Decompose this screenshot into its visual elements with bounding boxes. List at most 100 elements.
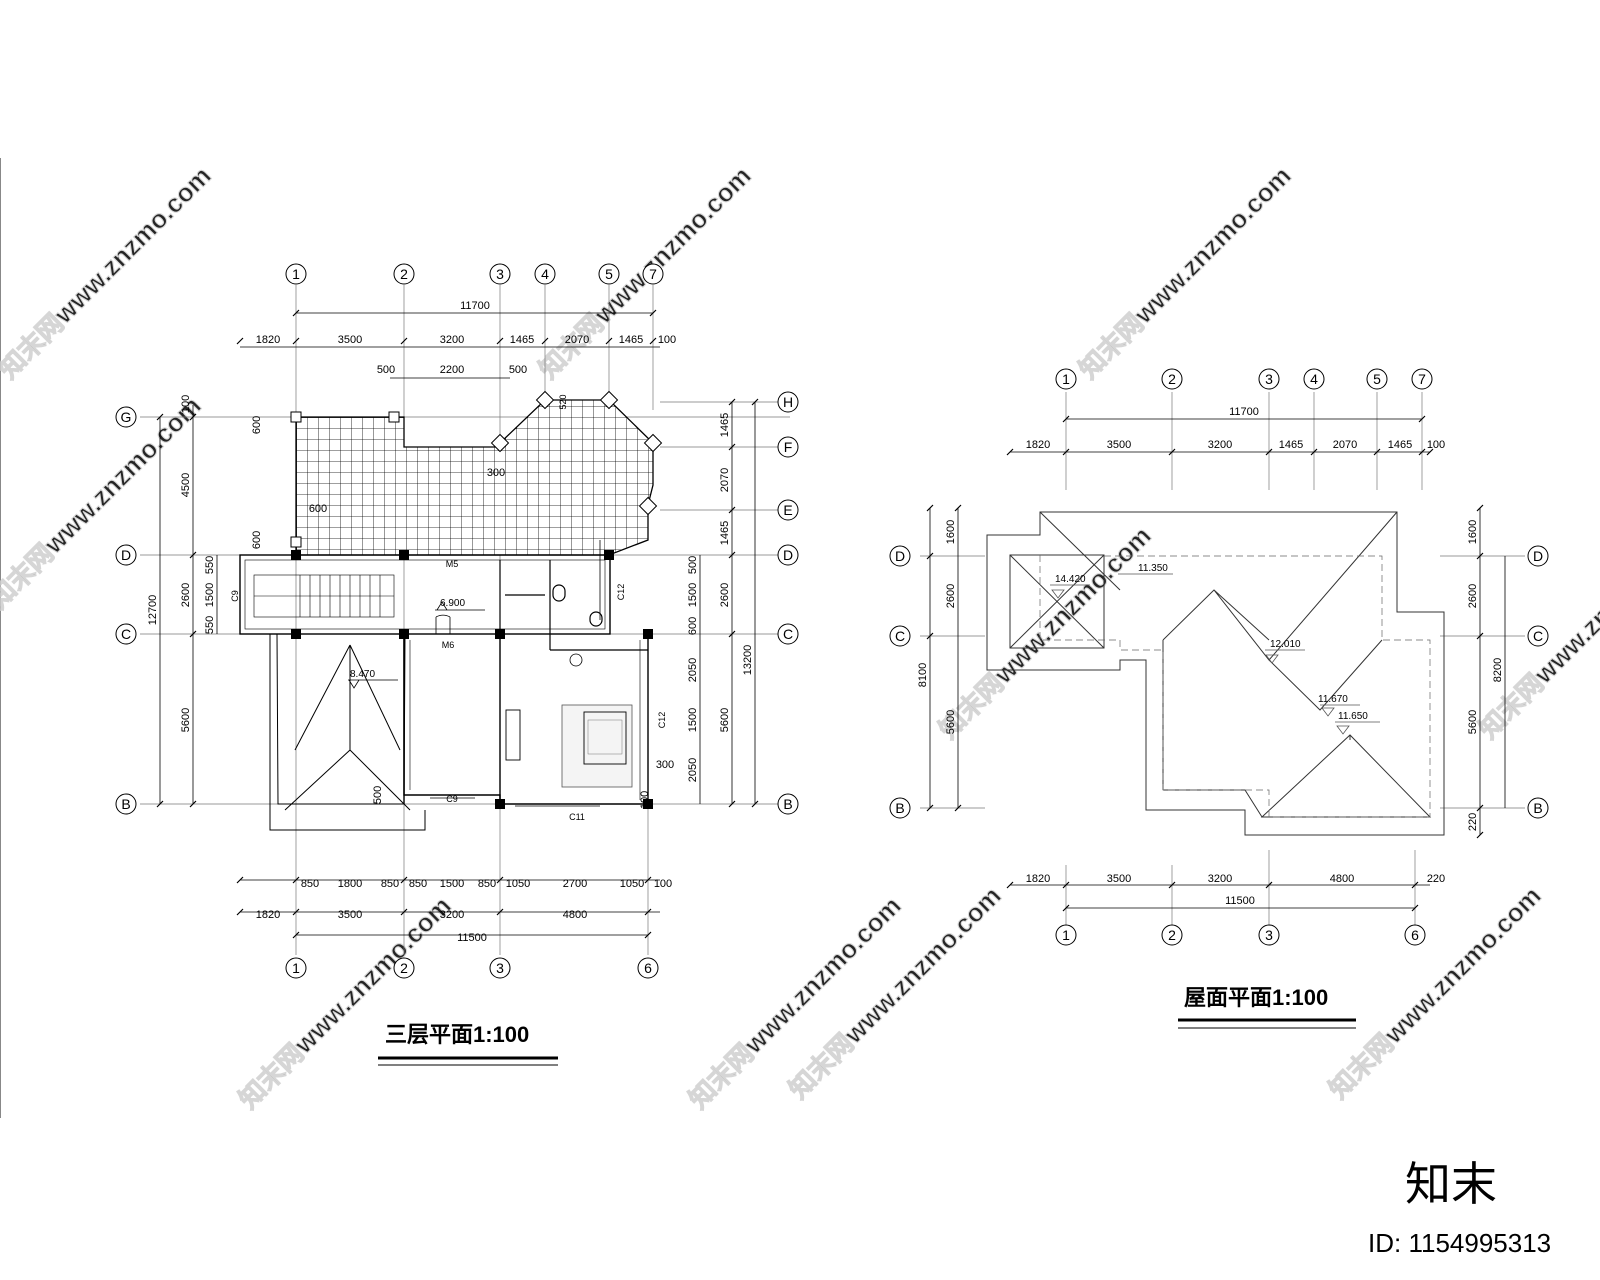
- dimension-text: 1050: [506, 878, 530, 890]
- watermark-text: 知末网www.znzmo.com: [233, 890, 457, 1114]
- dimension-text: 500: [377, 364, 395, 376]
- dimension-text: 500: [372, 786, 384, 804]
- axis-label: 5: [1373, 371, 1381, 387]
- third-floor-texts: 1 2 3 4 5 7 1 2 3 6 G D C B H F E D C B …: [121, 266, 794, 1047]
- axis-label: 4: [1310, 371, 1318, 387]
- watermark-text: 知末网www.znzmo.com: [1073, 160, 1297, 384]
- axis-label: C: [783, 626, 793, 642]
- brand-logo-text: 知末: [1405, 1158, 1497, 1210]
- dimension-text: 12700: [147, 595, 159, 626]
- dimension-text: 1465: [1279, 439, 1303, 451]
- axis-label: 4: [541, 266, 549, 282]
- window-label: C9: [446, 794, 458, 804]
- dimension-text: 2050: [687, 658, 699, 682]
- axis-label: 1: [292, 960, 300, 976]
- sheet-border-line: [0, 158, 1, 1118]
- dimension-text: 100: [658, 334, 676, 346]
- axis-label: D: [121, 547, 131, 563]
- dimension-text: 600: [309, 503, 327, 515]
- dimension-text: 600: [251, 531, 263, 549]
- axis-label: C: [895, 628, 905, 644]
- axis-label: H: [783, 394, 793, 410]
- axis-label: B: [121, 796, 130, 812]
- dimension-text: 600: [687, 617, 699, 635]
- axis-label: B: [783, 796, 792, 812]
- axis-label: 6: [1411, 927, 1419, 943]
- dimension-text: 1465: [719, 521, 731, 545]
- dimension-text: 220: [1427, 873, 1445, 885]
- brand-watermark: 知末 ID: 1154995313: [1368, 1158, 1551, 1258]
- watermark-layer: 知末网www.znzmo.com 知末网www.znzmo.com 知末网www…: [0, 160, 1600, 1115]
- dimension-text: 11700: [460, 300, 490, 312]
- axis-label: 1: [1062, 371, 1070, 387]
- dimension-text: 1800: [338, 878, 362, 890]
- dimension-text: 1820: [1026, 439, 1050, 451]
- elevation-text: 8.470: [350, 669, 375, 680]
- axis-label: 5: [605, 266, 613, 282]
- dimension-text: 1500: [204, 583, 216, 607]
- dimension-text: 2070: [565, 334, 589, 346]
- dimension-text: 3500: [338, 334, 362, 346]
- dimension-text: 8100: [917, 663, 929, 687]
- door-label: M6: [442, 640, 455, 650]
- axis-label: 6: [644, 960, 652, 976]
- dimension-text: 1820: [256, 334, 280, 346]
- dimension-text: 2600: [180, 583, 192, 607]
- dimension-text: 3500: [1107, 439, 1131, 451]
- axis-label: 3: [496, 266, 504, 282]
- axis-label: 2: [400, 960, 408, 976]
- dimension-text: 1050: [620, 878, 644, 890]
- watermark-text: 知末网www.znzmo.com: [0, 160, 217, 384]
- elevation-text: 14.420: [1055, 574, 1086, 585]
- dimension-text: 300: [656, 759, 674, 771]
- dimension-text: 520: [558, 394, 568, 409]
- dimension-text: 2070: [719, 468, 731, 492]
- dimension-text: 2070: [1333, 439, 1357, 451]
- dimension-text: 850: [409, 878, 427, 890]
- elevation-text: 12.010: [1270, 639, 1301, 650]
- dimension-text: 850: [478, 878, 496, 890]
- dimension-text: 4500: [180, 473, 192, 497]
- roof-plan: [889, 368, 1549, 1029]
- axis-label: B: [1533, 800, 1542, 816]
- dimension-text: 850: [381, 878, 399, 890]
- dimension-text: 8200: [1492, 658, 1504, 682]
- dimension-text: 2050: [687, 758, 699, 782]
- elevation-text: 11.350: [1138, 563, 1168, 574]
- dimension-text: 2600: [1467, 584, 1479, 608]
- dimension-text: 2200: [440, 364, 464, 376]
- axis-label: 7: [1418, 371, 1426, 387]
- axis-label: 2: [400, 266, 408, 282]
- dimension-text: 100: [180, 395, 192, 413]
- elevation-text: 11.670: [1318, 694, 1348, 705]
- dimension-text: 1820: [256, 909, 280, 921]
- axis-label: 1: [1062, 927, 1070, 943]
- dimension-text: 1500: [687, 583, 699, 607]
- watermark-text: 知末网www.znzmo.com: [1323, 880, 1547, 1104]
- dimension-text: 220: [1467, 813, 1479, 831]
- dimension-text: 5600: [180, 708, 192, 732]
- window-label: C12: [616, 584, 626, 601]
- dimension-text: 600: [251, 416, 263, 434]
- axis-label: 3: [1265, 371, 1273, 387]
- watermark-text: 知末网www.znzmo.com: [0, 390, 207, 614]
- dimension-text: 850: [301, 878, 319, 890]
- dimension-text: 1465: [510, 334, 534, 346]
- dimension-text: 1820: [1026, 873, 1050, 885]
- axis-label: C: [1533, 628, 1543, 644]
- window-label: C9: [230, 590, 240, 602]
- page-title: 三层平面1:100: [385, 1022, 529, 1047]
- dimension-text: 3200: [1208, 873, 1232, 885]
- door-label: M5: [446, 559, 459, 569]
- axis-label: 3: [496, 960, 504, 976]
- axis-label: G: [121, 409, 132, 425]
- dimension-text: 3500: [338, 909, 362, 921]
- axis-label: 2: [1168, 371, 1176, 387]
- dimension-text: 1465: [1388, 439, 1412, 451]
- dimension-text: 550: [204, 616, 216, 634]
- dimension-text: 2600: [945, 584, 957, 608]
- dimension-text: 3500: [1107, 873, 1131, 885]
- axis-label: B: [895, 800, 904, 816]
- dimension-text: 3200: [440, 334, 464, 346]
